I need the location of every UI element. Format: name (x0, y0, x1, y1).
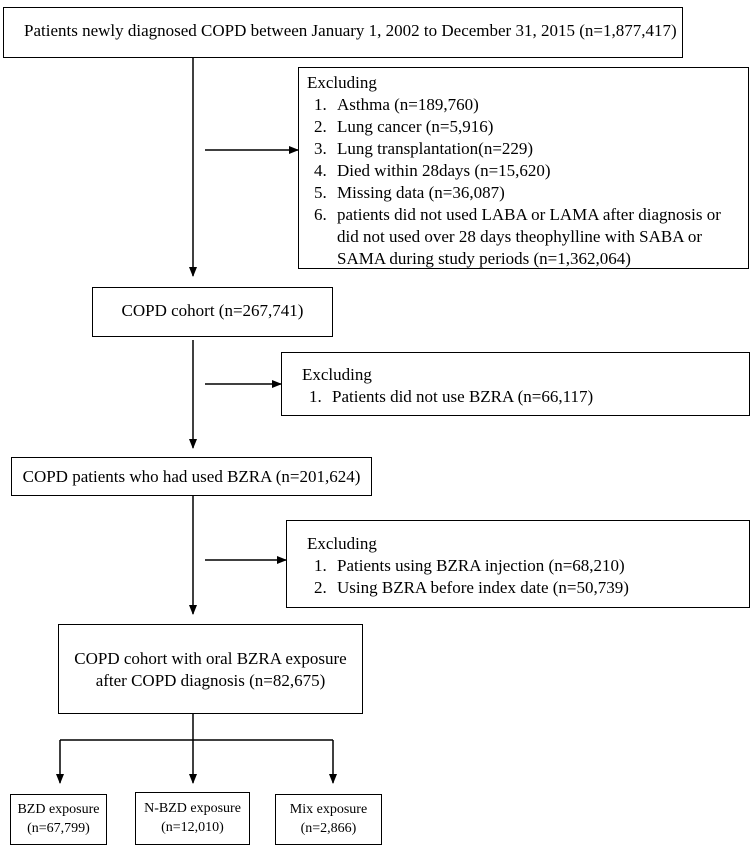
exclusion-2-list: Patients did not use BZRA (n=66,117) (302, 386, 741, 408)
mix-exposure-box: Mix exposure (n=2,866) (275, 794, 382, 845)
exclusion-1-item: Asthma (n=189,760) (331, 94, 740, 116)
exclusion-3-title: Excluding (307, 534, 377, 553)
exclusion-1-item: patients did not used LABA or LAMA after… (331, 204, 740, 270)
exclusion-1-item: Lung transplantation(n=229) (331, 138, 740, 160)
nbzd-exposure-box: N-BZD exposure (n=12,010) (135, 792, 250, 845)
exclusion-2-title: Excluding (302, 365, 372, 384)
copd-cohort-text: COPD cohort (n=267,741) (121, 301, 304, 320)
exclusion-1-item: Died within 28days (n=15,620) (331, 160, 740, 182)
exclusion-2-item: Patients did not use BZRA (n=66,117) (326, 386, 741, 408)
exclusion-1-title: Excluding (307, 73, 377, 92)
nbzd-exposure-label: N-BZD exposure (144, 801, 241, 816)
nbzd-exposure-count: (n=12,010) (161, 820, 224, 835)
exclusion-box-3: Excluding Patients using BZRA injection … (286, 520, 750, 608)
oral-bzra-cohort-line2: after COPD diagnosis (n=82,675) (95, 671, 326, 690)
mix-exposure-count: (n=2,866) (300, 821, 357, 836)
source-population-text: Patients newly diagnosed COPD between Ja… (24, 21, 677, 40)
bzra-users-box: COPD patients who had used BZRA (n=201,6… (11, 457, 372, 496)
mix-exposure-label: Mix exposure (289, 802, 368, 817)
exclusion-3-item: Patients using BZRA injection (n=68,210) (331, 555, 741, 577)
exclusion-3-list: Patients using BZRA injection (n=68,210)… (307, 555, 741, 599)
copd-cohort-box: COPD cohort (n=267,741) (92, 287, 333, 337)
bzd-exposure-box: BZD exposure (n=67,799) (10, 794, 107, 845)
bzd-exposure-count: (n=67,799) (27, 821, 90, 836)
oral-bzra-cohort-line1: COPD cohort with oral BZRA exposure (74, 649, 347, 668)
exclusion-box-2: Excluding Patients did not use BZRA (n=6… (281, 352, 750, 416)
bzra-users-text: COPD patients who had used BZRA (n=201,6… (22, 467, 361, 486)
exclusion-1-item: Lung cancer (n=5,916) (331, 116, 740, 138)
oral-bzra-cohort-box: COPD cohort with oral BZRA exposure afte… (58, 624, 363, 714)
exclusion-1-list: Asthma (n=189,760) Lung cancer (n=5,916)… (307, 94, 740, 270)
bzd-exposure-label: BZD exposure (17, 802, 100, 817)
exclusion-1-item: Missing data (n=36,087) (331, 182, 740, 204)
exclusion-box-1: Excluding Asthma (n=189,760) Lung cancer… (298, 67, 749, 269)
exclusion-3-item: Using BZRA before index date (n=50,739) (331, 577, 741, 599)
source-population-box: Patients newly diagnosed COPD between Ja… (3, 7, 683, 58)
